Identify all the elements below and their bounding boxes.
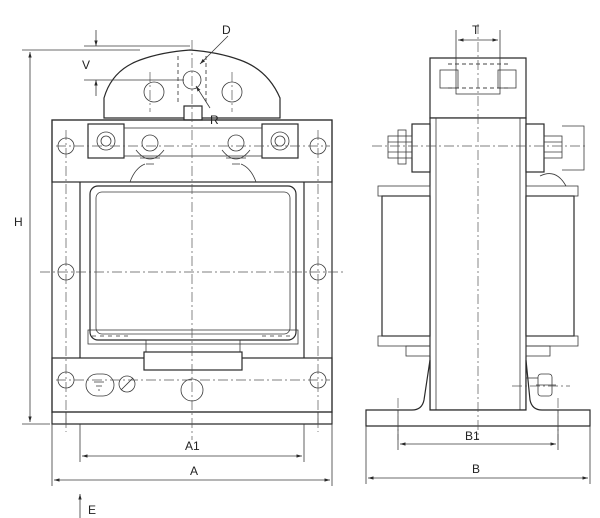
- side-bolt-left: [387, 129, 413, 165]
- ground-terminal: [85, 373, 136, 397]
- label-a1: A1: [185, 439, 200, 453]
- label-t: T: [472, 23, 480, 37]
- front-view: D V R H A1 A E: [14, 23, 344, 518]
- label-b: B: [472, 462, 480, 476]
- label-b1: B1: [465, 429, 480, 443]
- coil: [89, 185, 297, 341]
- coil-base-plate: [143, 351, 243, 371]
- terminal-block-left: [87, 123, 125, 159]
- bracket-neck: [183, 105, 203, 121]
- wing-bolt-right: [221, 134, 257, 183]
- side-clamp-right: [525, 123, 545, 173]
- side-clamp-left: [411, 123, 431, 173]
- side-base-feet: [365, 359, 591, 427]
- label-a: A: [190, 464, 198, 478]
- bracket-hole-left: [143, 81, 165, 103]
- dim-r-leader: [195, 85, 211, 109]
- terminal-block-right: [261, 123, 299, 159]
- wing-bolt-left: [129, 134, 165, 183]
- side-view: T B1 B: [365, 23, 591, 484]
- label-d: D: [222, 23, 231, 37]
- side-coil-right: [525, 195, 575, 337]
- label-r: R: [210, 113, 219, 127]
- side-bolt-right: [539, 125, 585, 187]
- dim-d-leader: [199, 35, 229, 65]
- label-v: V: [82, 58, 90, 72]
- side-coil-left: [381, 195, 431, 337]
- label-h: H: [14, 215, 23, 229]
- side-ground-screw: [526, 373, 556, 397]
- label-e: E: [88, 503, 96, 517]
